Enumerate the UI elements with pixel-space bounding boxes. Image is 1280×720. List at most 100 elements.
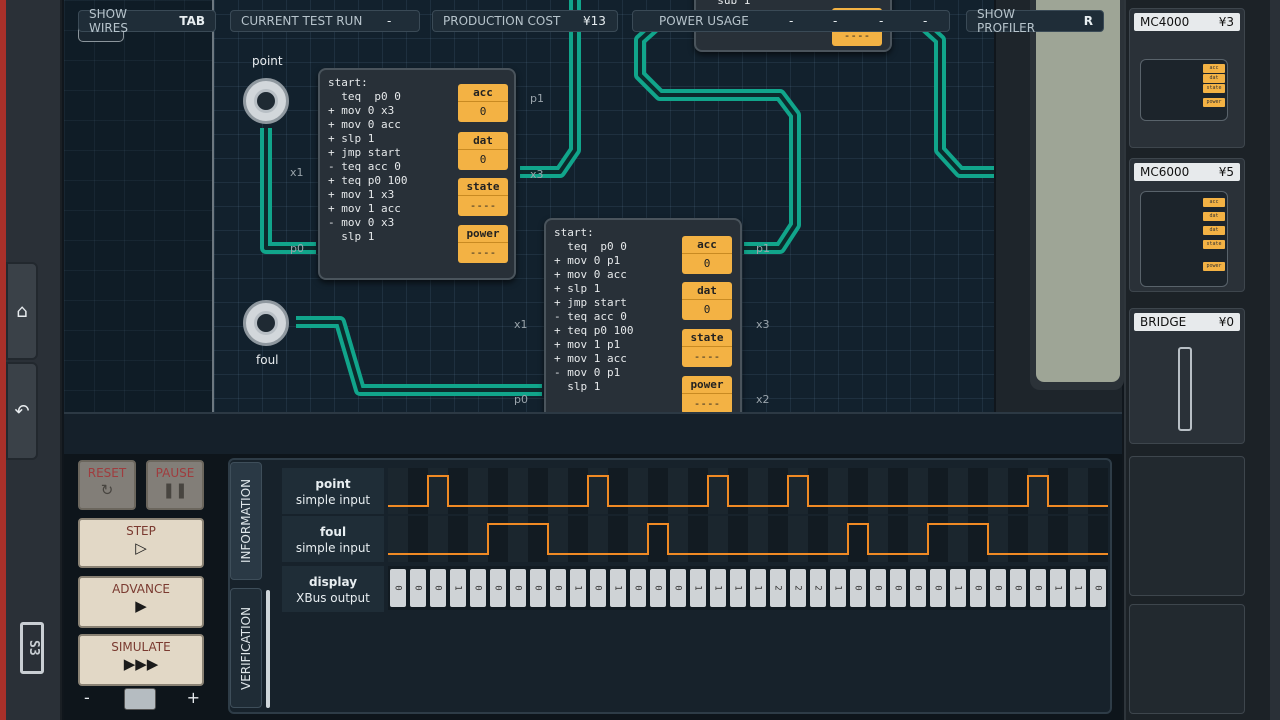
port-label: x1: [514, 318, 528, 331]
port-label: p1: [530, 92, 544, 105]
display-cell: 0: [590, 569, 606, 607]
code-line[interactable]: + slp 1: [328, 132, 375, 145]
code-line[interactable]: + mov 0 x3: [328, 104, 395, 117]
home-button[interactable]: ⌂: [6, 262, 38, 360]
mini-reg-acc: acc: [1203, 64, 1225, 73]
show-wires-label: SHOW WIRES: [89, 7, 128, 35]
code-line[interactable]: start:: [328, 76, 368, 89]
port-label: p1: [756, 242, 770, 255]
display-cell-value: 0: [1092, 585, 1103, 591]
part-name: MC6000: [1140, 165, 1190, 179]
code-line[interactable]: start:: [554, 226, 594, 239]
current-test-run: CURRENT TEST RUN -: [230, 10, 420, 32]
controller-b[interactable]: start: teq p0 0+ mov 0 p1+ mov 0 acc+ sl…: [544, 218, 742, 430]
step-icon: ▷: [135, 539, 147, 557]
code-line[interactable]: slp 1: [328, 230, 375, 243]
display-cell: 0: [990, 569, 1006, 607]
wire-foul: [296, 316, 542, 396]
controller-a-code[interactable]: start: teq p0 0+ mov 0 x3+ mov 0 acc+ sl…: [328, 76, 407, 244]
code-line[interactable]: - mov 0 p1: [554, 366, 621, 379]
display-cell: 1: [730, 569, 746, 607]
display-cell: 0: [550, 569, 566, 607]
display-cell: 0: [970, 569, 986, 607]
display-cell: 0: [890, 569, 906, 607]
input-point[interactable]: [243, 78, 289, 124]
part-mc6000[interactable]: MC6000¥5 acc dat dat state power: [1129, 158, 1245, 292]
display-glass: [1036, 0, 1120, 382]
display-cell-value: 0: [632, 585, 643, 591]
display-cell: 0: [650, 569, 666, 607]
signal-waveform: [388, 523, 1108, 555]
part-price: ¥5: [1218, 165, 1234, 179]
code-line[interactable]: + teq p0 100: [554, 324, 634, 337]
code-line[interactable]: teq p0 0: [554, 240, 627, 253]
advance-button[interactable]: ADVANCE▶: [78, 576, 204, 628]
speed-slider[interactable]: - +: [84, 688, 200, 710]
red-edge: [0, 0, 6, 720]
code-line[interactable]: + mov 1 p1: [554, 338, 621, 351]
display-cell: 0: [870, 569, 886, 607]
code-line[interactable]: + mov 1 x3: [328, 188, 395, 201]
display-cell-value: 1: [572, 585, 583, 591]
code-line[interactable]: + slp 1: [554, 282, 601, 295]
input-label-point: point: [252, 54, 283, 68]
input-foul[interactable]: [243, 300, 289, 346]
step-button[interactable]: STEP▷: [78, 518, 204, 568]
part-bridge[interactable]: BRIDGE¥0: [1129, 308, 1245, 444]
signal-type: XBus output: [296, 591, 370, 605]
display-cell-value: 0: [392, 585, 403, 591]
power-usage-label: POWER USAGE: [659, 14, 749, 28]
signal-type: simple input: [295, 541, 371, 555]
code-line[interactable]: + mov 1 acc: [554, 352, 627, 365]
display-cell: 0: [1030, 569, 1046, 607]
code-line[interactable]: slp 1: [554, 380, 601, 393]
code-line[interactable]: + mov 0 p1: [554, 254, 621, 267]
code-line[interactable]: + mov 0 acc: [554, 268, 627, 281]
code-line[interactable]: teq p0 0: [328, 90, 401, 103]
code-line[interactable]: - teq acc 0: [328, 160, 401, 173]
speed-plus[interactable]: +: [186, 688, 200, 707]
tab-verification[interactable]: VERIFICATION: [230, 588, 262, 708]
display-cell-value: 0: [972, 585, 983, 591]
code-line[interactable]: - mov 0 x3: [328, 216, 395, 229]
part-price: ¥0: [1218, 315, 1234, 329]
controller-b-code[interactable]: start: teq p0 0+ mov 0 p1+ mov 0 acc+ sl…: [554, 226, 633, 394]
pause-button[interactable]: PAUSE❚❚: [146, 460, 204, 510]
undo-button[interactable]: ↶: [6, 362, 38, 460]
mini-reg-power: power: [1203, 98, 1225, 107]
code-line[interactable]: - teq acc 0: [554, 310, 627, 323]
part-mc4000[interactable]: MC4000¥3 acc dat state power: [1129, 8, 1245, 148]
bridge-icon: [1178, 347, 1192, 431]
display-cell: 0: [1010, 569, 1026, 607]
controller-a[interactable]: start: teq p0 0+ mov 0 x3+ mov 0 acc+ sl…: [318, 68, 516, 280]
display-cell: 1: [450, 569, 466, 607]
display-cell: 0: [490, 569, 506, 607]
power-usage-value: -: [879, 14, 884, 28]
code-line[interactable]: + mov 0 acc: [328, 118, 401, 131]
display-cell-value: 1: [612, 585, 623, 591]
speed-slider-thumb[interactable]: [124, 688, 156, 710]
code-line[interactable]: + teq p0 100: [328, 174, 408, 187]
code-line[interactable]: sub 1: [704, 0, 751, 7]
reset-button[interactable]: RESET↻: [78, 460, 136, 510]
code-line[interactable]: + mov 1 acc: [328, 202, 401, 215]
display-cell: 1: [830, 569, 846, 607]
scroll-indicator[interactable]: [266, 590, 270, 708]
register-state: state----: [682, 329, 732, 367]
simulate-button[interactable]: SIMULATE▶▶▶: [78, 634, 204, 686]
code-line[interactable]: + jmp start: [554, 296, 627, 309]
display-cell-value: 0: [1012, 585, 1023, 591]
circuit-board[interactable]: [64, 0, 994, 412]
code-line[interactable]: + jmp start: [328, 146, 401, 159]
tab-information[interactable]: INFORMATION: [230, 462, 262, 580]
speed-minus[interactable]: -: [84, 688, 90, 707]
signal-type: simple input: [295, 493, 371, 507]
pause-icon: ❚❚: [162, 481, 188, 499]
pause-label: PAUSE: [155, 466, 195, 480]
